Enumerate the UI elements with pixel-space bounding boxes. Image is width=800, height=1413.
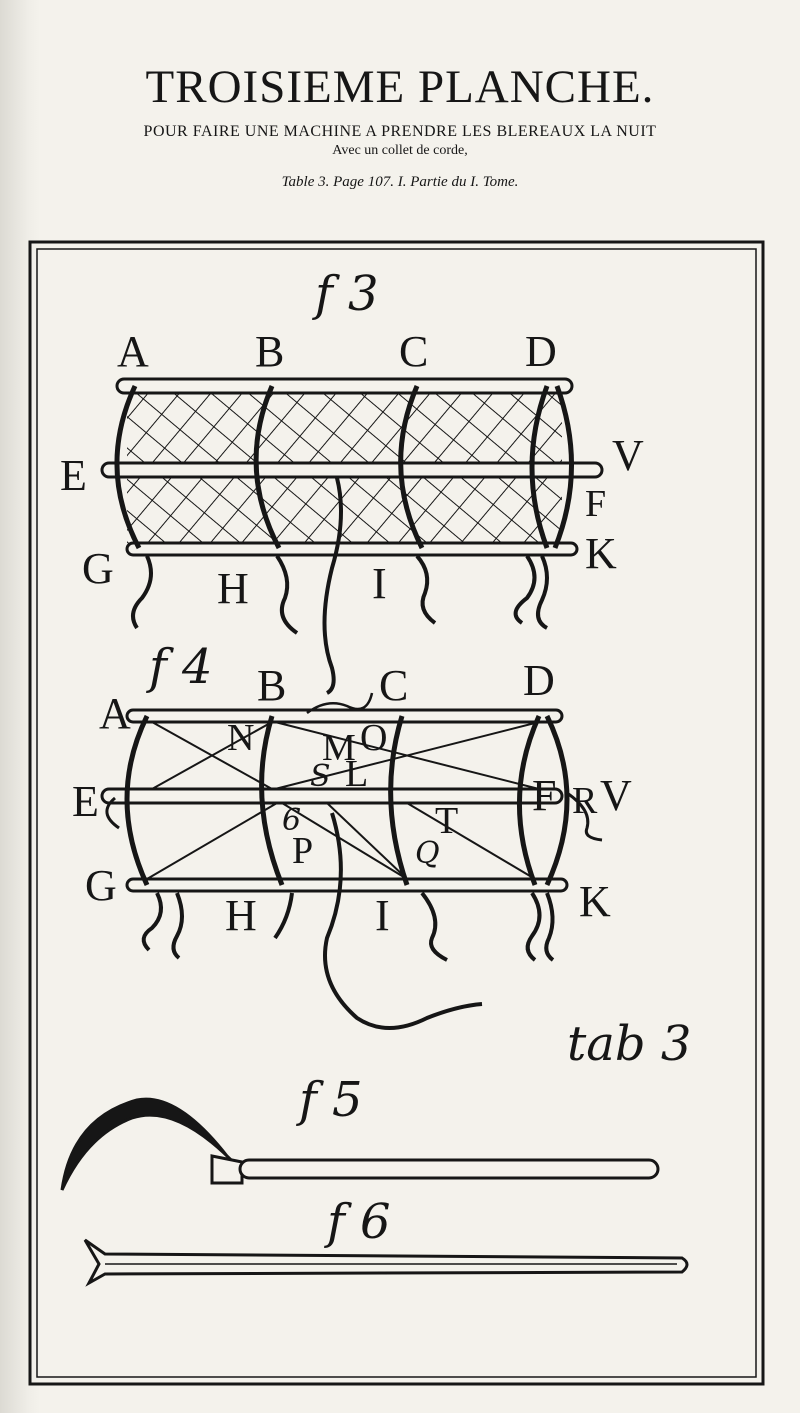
fig4-label-M: M [322, 727, 356, 769]
fig4-label-A: A [99, 689, 131, 738]
fig4-label-O: O [360, 717, 387, 759]
fig4-label-C: C [379, 661, 408, 710]
fig4-label-R: R [572, 780, 598, 822]
fig4-title: f 4 [146, 639, 213, 695]
fig4-label-G: G [85, 861, 117, 910]
fig4-label-Q: Q [415, 836, 440, 871]
fig4-label-6: 6 [282, 803, 301, 838]
fig4-label-B: B [257, 661, 286, 710]
fig4-label-K: K [579, 877, 611, 926]
figure-3-net-trap [100, 377, 604, 695]
fig4-label-N: N [227, 717, 254, 759]
tab-note: tab 3 [567, 1016, 691, 1072]
fig3-label-G: G [82, 544, 114, 593]
fig4-label-P: P [292, 830, 313, 872]
fig4-label-F: F [532, 771, 556, 820]
fig4-label-E: E [72, 777, 99, 826]
figure-6-rod [83, 1238, 689, 1287]
fig3-label-F: F [585, 483, 606, 525]
plate-border-inner [36, 248, 757, 1378]
fig3-label-D: D [525, 327, 557, 376]
fig4-label-V: V [600, 771, 632, 820]
plate-title: TROISIEME PLANCHE. [145, 61, 655, 113]
fig6-title: f 6 [324, 1194, 391, 1250]
fig4-label-I: I [375, 891, 390, 940]
plate-subtitle-2: Avec un collet de corde, [332, 143, 468, 158]
fig3-label-H: H [217, 564, 249, 613]
fig3-label-E: E [60, 451, 87, 500]
plate-subtitle: POUR FAIRE UNE MACHINE A PRENDRE LES BLE… [143, 123, 657, 140]
fig3-label-I: I [372, 559, 387, 608]
fig4-label-T: T [435, 800, 458, 842]
fig3-label-B: B [255, 327, 284, 376]
engraved-plate: f 3 A B C D E V F G H I K [28, 240, 765, 1386]
figure-5-hook [60, 1097, 660, 1191]
fig3-label-V: V [612, 431, 644, 480]
page-edge [0, 0, 40, 1413]
fig3-label-K: K [585, 529, 617, 578]
fig4-label-S: S [310, 759, 331, 794]
fig4-label-L: L [345, 753, 368, 795]
table-reference: Table 3. Page 107. I. Partie du I. Tome. [281, 174, 519, 190]
fig5-title: f 5 [296, 1072, 363, 1128]
plate-border-outer [28, 240, 765, 1386]
fig4-label-D: D [523, 656, 555, 705]
fig3-title: f 3 [312, 266, 379, 322]
figure-4-frame-trap [100, 692, 603, 1030]
fig3-label-C: C [399, 327, 428, 376]
fig4-label-H: H [225, 891, 257, 940]
fig3-label-A: A [117, 327, 149, 376]
